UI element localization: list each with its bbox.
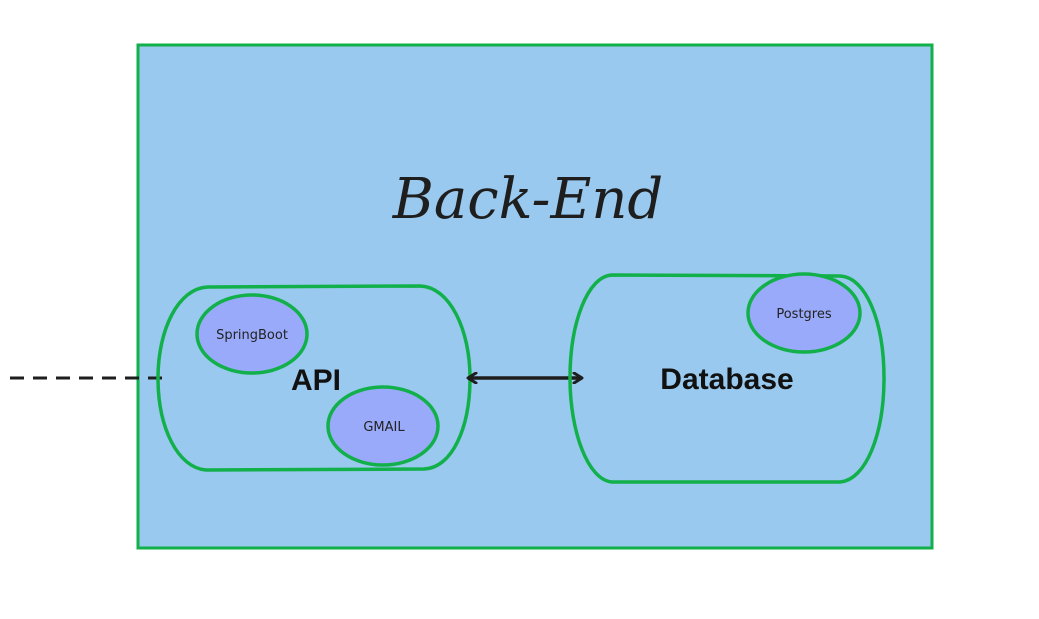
backend-title: Back-End — [392, 167, 664, 232]
api-node — [156, 284, 472, 472]
gmail-label: GMAIL — [363, 420, 405, 435]
springboot-bubble — [195, 293, 309, 375]
springboot-label: SpringBoot — [216, 328, 288, 343]
database-label: Database — [660, 363, 793, 396]
database-node — [568, 273, 886, 484]
gmail-bubble — [326, 385, 440, 467]
api-label: API — [291, 364, 341, 397]
postgres-label: Postgres — [776, 307, 832, 322]
postgres-bubble — [746, 272, 862, 354]
